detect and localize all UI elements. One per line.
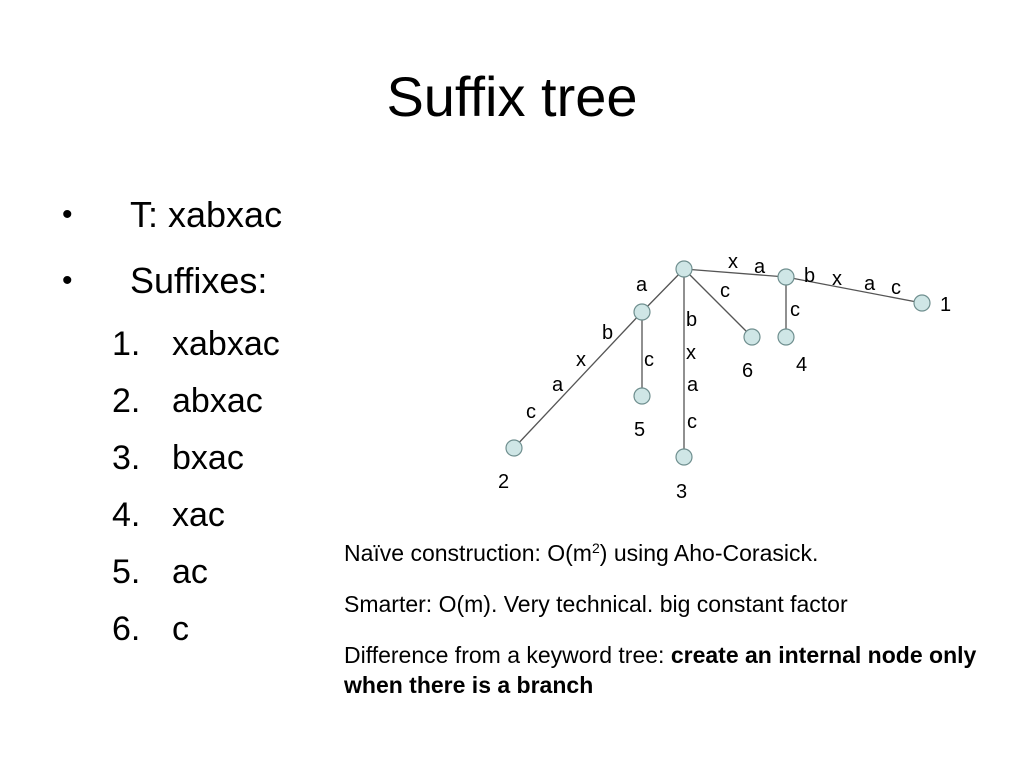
suffix-text: ac xyxy=(172,553,208,591)
bullet-list: • T: xabxac • Suffixes: xyxy=(62,188,362,320)
edge-labels: x a b x a c c a c b x a c c b x a c xyxy=(526,251,901,433)
edge-label: x xyxy=(576,349,586,371)
notes-block: Naïve construction: O(m2) using Aho-Cora… xyxy=(344,538,1004,721)
suffix-number: 2. xyxy=(112,382,141,420)
tree-leaf-2 xyxy=(505,439,523,457)
edge-label: c xyxy=(644,349,654,371)
suffix-text: xabxac xyxy=(172,325,280,363)
note-text: Difference from a keyword tree: xyxy=(344,642,671,668)
note-difference: Difference from a keyword tree: create a… xyxy=(344,640,1004,700)
bullet-text: T: xabxac xyxy=(130,194,283,235)
tree-leaf-4 xyxy=(777,328,795,346)
edge-label: c xyxy=(526,401,536,423)
edge-root-to-leaf6 xyxy=(683,268,753,338)
suffix-number: 3. xyxy=(112,439,141,477)
edge-label: a xyxy=(552,374,564,396)
leaf-labels: 1 4 6 5 3 2 xyxy=(498,294,951,503)
edge-label: x xyxy=(728,251,738,273)
slide-title: Suffix tree xyxy=(386,65,638,128)
leaf-label-6: 6 xyxy=(742,360,753,382)
tree-leaf-3 xyxy=(675,448,693,466)
edge-label: x xyxy=(686,342,696,364)
note-text: ) using Aho-Corasick. xyxy=(599,540,819,566)
bullet-item-text: • T: xabxac xyxy=(62,188,362,254)
edge-label: a xyxy=(687,374,699,396)
edge-label: c xyxy=(720,280,730,302)
tree-leaf-6 xyxy=(743,328,761,346)
bullet-dot: • xyxy=(62,264,73,297)
tree-edges xyxy=(513,268,923,457)
edge-label: c xyxy=(891,277,901,299)
leaf-label-2: 2 xyxy=(498,471,509,493)
tree-node-xa xyxy=(777,268,795,286)
suffix-number: 6. xyxy=(112,610,141,648)
note-superscript: 2 xyxy=(591,540,600,556)
suffix-text: bxac xyxy=(172,439,244,477)
suffix-text: xac xyxy=(172,496,225,534)
tree-node-a xyxy=(633,303,651,321)
edge-label: a xyxy=(754,256,766,278)
tree-leaf-5 xyxy=(633,387,651,405)
suffix-number: 1. xyxy=(112,325,141,363)
note-smarter: Smarter: O(m). Very technical. big const… xyxy=(344,591,848,617)
leaf-label-4: 4 xyxy=(796,354,807,376)
bullet-dot: • xyxy=(62,198,73,231)
suffix-text: abxac xyxy=(172,382,263,420)
leaf-label-3: 3 xyxy=(676,481,687,503)
edge-label: b xyxy=(804,265,815,287)
edge-label: c xyxy=(687,411,697,433)
tree-nodes xyxy=(505,260,931,466)
note-naive-construction: Naïve construction: O(m2) using Aho-Cora… xyxy=(344,538,1004,568)
edge-root-to-a xyxy=(641,268,685,313)
edge-label: b xyxy=(686,309,697,331)
edge-a-to-leaf2 xyxy=(513,311,643,449)
note-bold-text: create an internal node only when there … xyxy=(344,642,977,698)
edge-label: c xyxy=(790,299,800,321)
suffix-number: 4. xyxy=(112,496,141,534)
tree-node-root xyxy=(675,260,693,278)
edge-label: b xyxy=(602,322,613,344)
edge-xa-to-leaf1 xyxy=(785,276,923,304)
leaf-label-5: 5 xyxy=(634,419,645,441)
suffix-number: 5. xyxy=(112,553,141,591)
suffix-tree-diagram: 1 4 6 5 3 2 x a b x a c c a c b x a c c … xyxy=(498,251,951,503)
bullet-item-suffixes: • Suffixes: xyxy=(62,254,362,320)
tree-leaf-1 xyxy=(913,294,931,312)
edge-root-to-xa xyxy=(683,268,787,278)
edge-label: a xyxy=(864,273,876,295)
note-text: Naïve construction: O(m xyxy=(344,540,592,566)
bullet-text: Suffixes: xyxy=(130,260,268,301)
leaf-label-1: 1 xyxy=(940,294,951,316)
edge-label: x xyxy=(832,268,842,290)
suffix-text: c xyxy=(172,610,189,648)
edge-label: a xyxy=(636,274,648,296)
